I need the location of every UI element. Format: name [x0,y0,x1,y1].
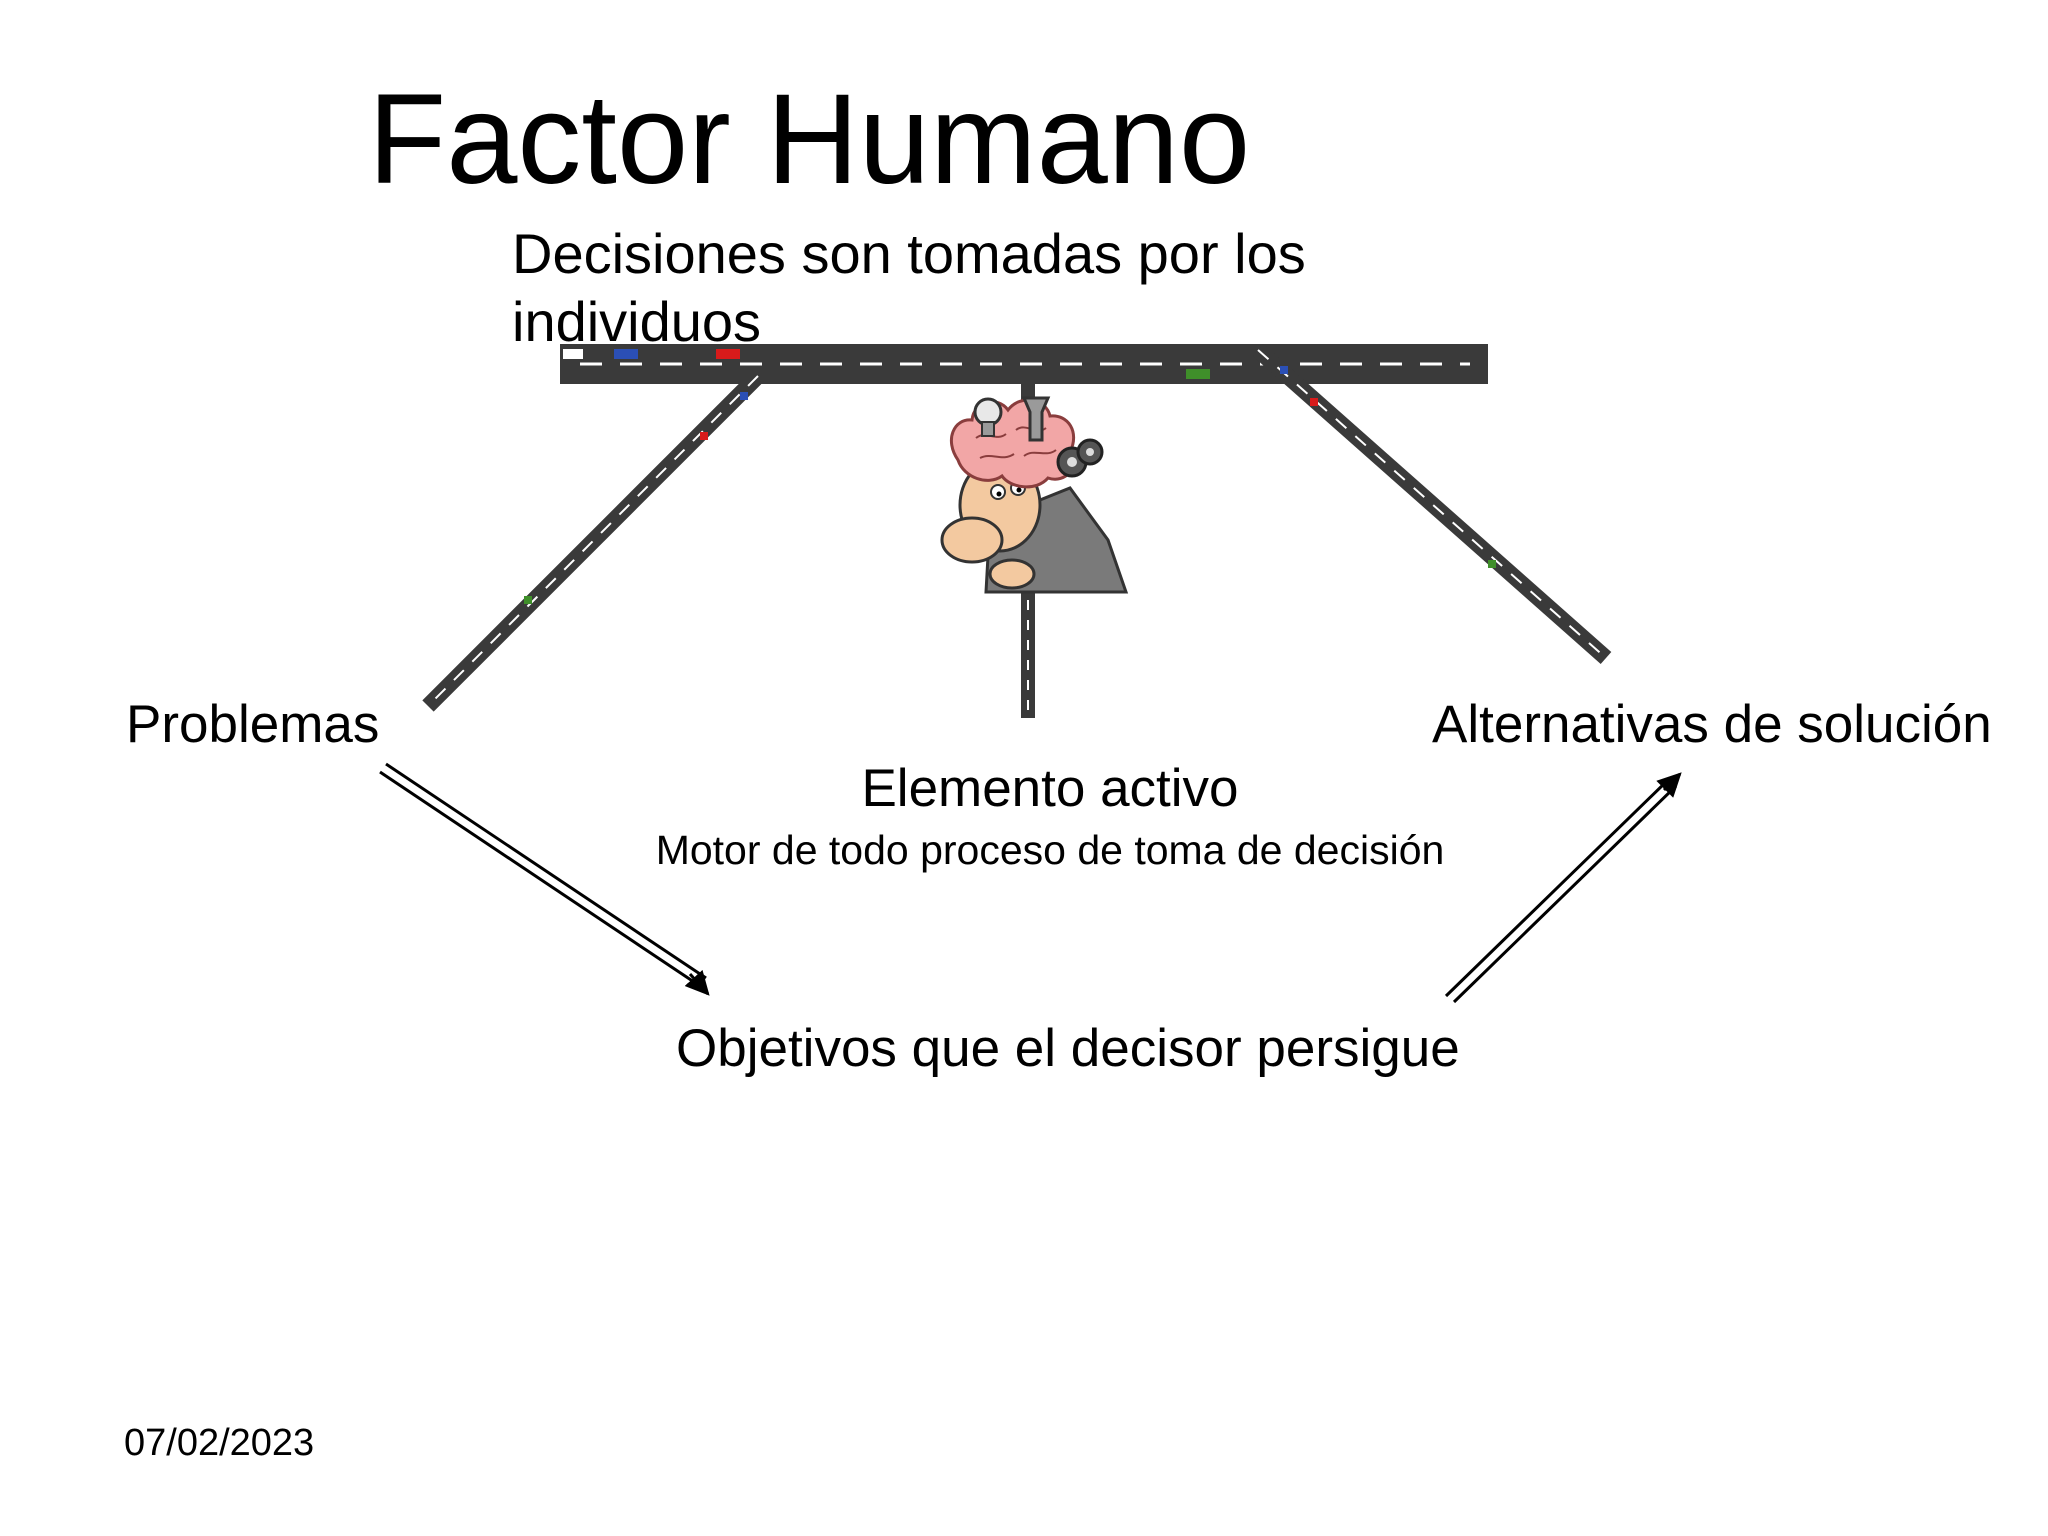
slide-title: Factor Humano [368,68,1251,211]
arrow-objetivos-to-alternativas [1444,772,1682,1004]
label-motor: Motor de todo proceso de toma de decisió… [655,827,1445,873]
car-blue-icon [614,349,638,359]
gears-icon [1056,438,1104,478]
lightbulb-icon [973,397,1003,437]
top-road [560,344,1488,384]
label-problemas: Problemas [126,695,380,754]
car-green-icon [1186,369,1210,379]
slide-date: 07/02/2023 [124,1422,315,1464]
left-road [422,370,764,712]
car-red-icon [716,349,740,359]
right-road [1252,344,1612,664]
label-objetivos: Objetivos que el decisor persigue [676,1019,1460,1078]
slide-subtitle: Decisiones son tomadas por los individuo… [512,222,1306,353]
car-white-icon [563,349,583,359]
label-alternativas: Alternativas de solución [1432,695,1992,754]
thinking-man-icon [940,396,1129,594]
arrow-problemas-to-objetivos [379,762,710,996]
label-elemento-activo: Elemento activo [861,759,1239,818]
